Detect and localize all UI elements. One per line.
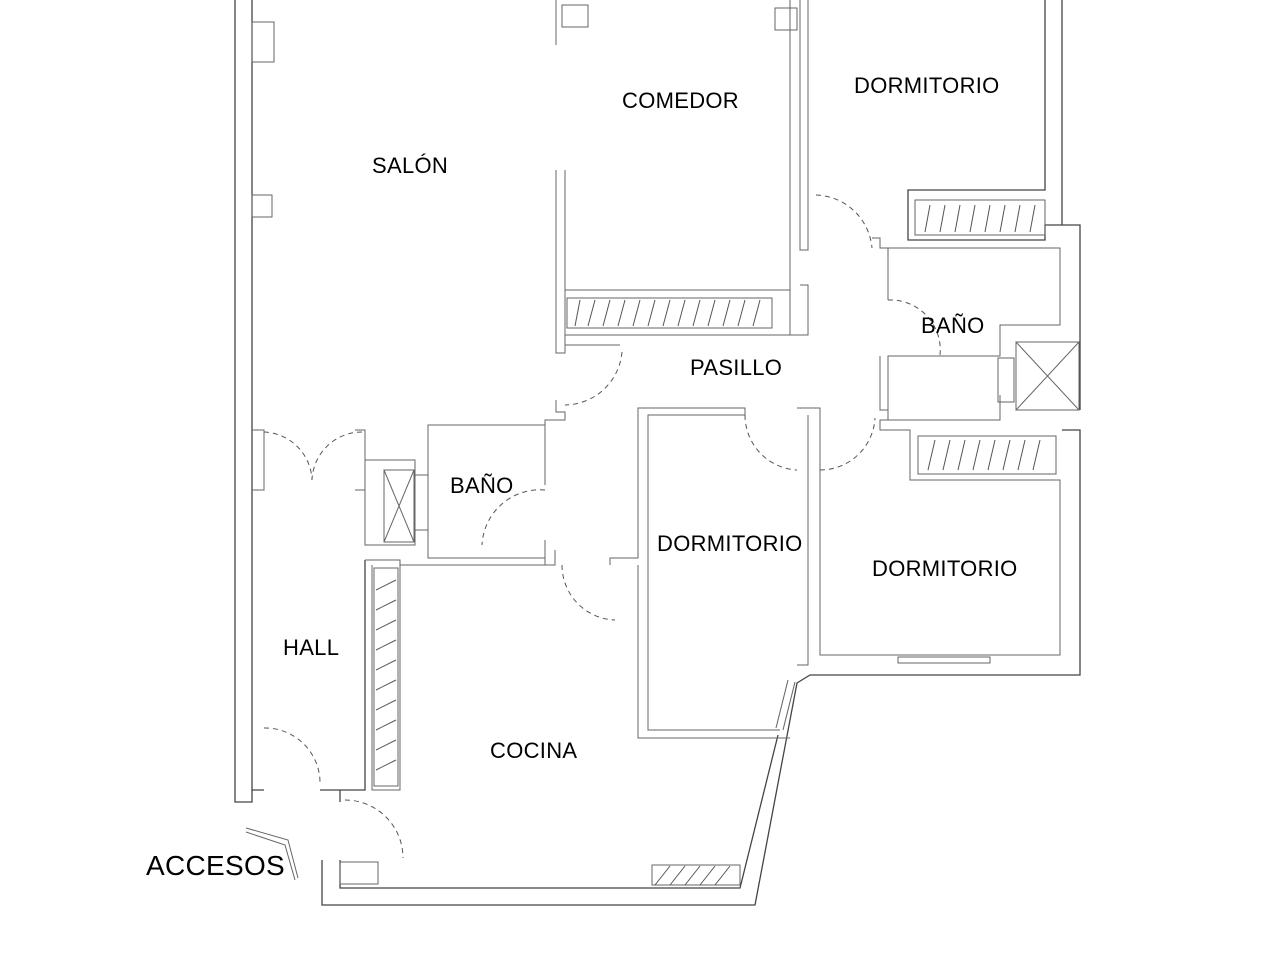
- room-label-salon: SALÓN: [372, 153, 449, 178]
- closets: [373, 199, 1057, 886]
- room-label-hall: HALL: [283, 635, 340, 660]
- door-swings: [263, 194, 941, 859]
- room-label-pasillo: PASILLO: [690, 355, 783, 380]
- room-label-dormitorio-2: DORMITORIO: [657, 531, 803, 556]
- room-label-cocina: COCINA: [490, 738, 578, 763]
- windows: [775, 656, 991, 731]
- room-label-bano-2: BAÑO: [450, 473, 514, 498]
- room-label-dormitorio-1: DORMITORIO: [854, 73, 1000, 98]
- room-label-comedor: COMEDOR: [622, 88, 739, 113]
- room-label-bano-1: BAÑO: [921, 313, 985, 338]
- exterior-walls: [234, 0, 1081, 906]
- room-label-dormitorio-3: DORMITORIO: [872, 556, 1018, 581]
- access-label: ACCESOS: [146, 850, 286, 881]
- access-arrow-icon: [245, 827, 299, 881]
- interior-walls: [252, 0, 1061, 791]
- columns: [251, 4, 798, 885]
- shafts: [383, 341, 1080, 543]
